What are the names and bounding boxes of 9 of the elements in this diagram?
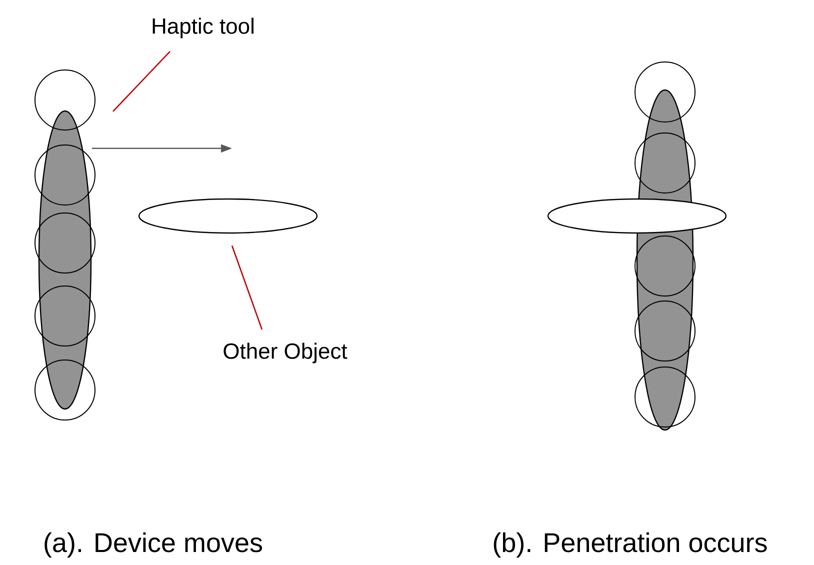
panel-caption: (b). Penetration occurs [494, 532, 767, 558]
object-caption: Other Object [224, 342, 348, 364]
tool-caption: Haptic tool [152, 18, 254, 38]
haptic-tool-drawing [34, 70, 96, 420]
leader-line [112, 51, 170, 112]
panel-caption: (a). Device moves [44, 532, 262, 558]
object-ellipse [547, 198, 727, 234]
object-ellipse [138, 198, 318, 234]
leader-line [231, 245, 263, 330]
